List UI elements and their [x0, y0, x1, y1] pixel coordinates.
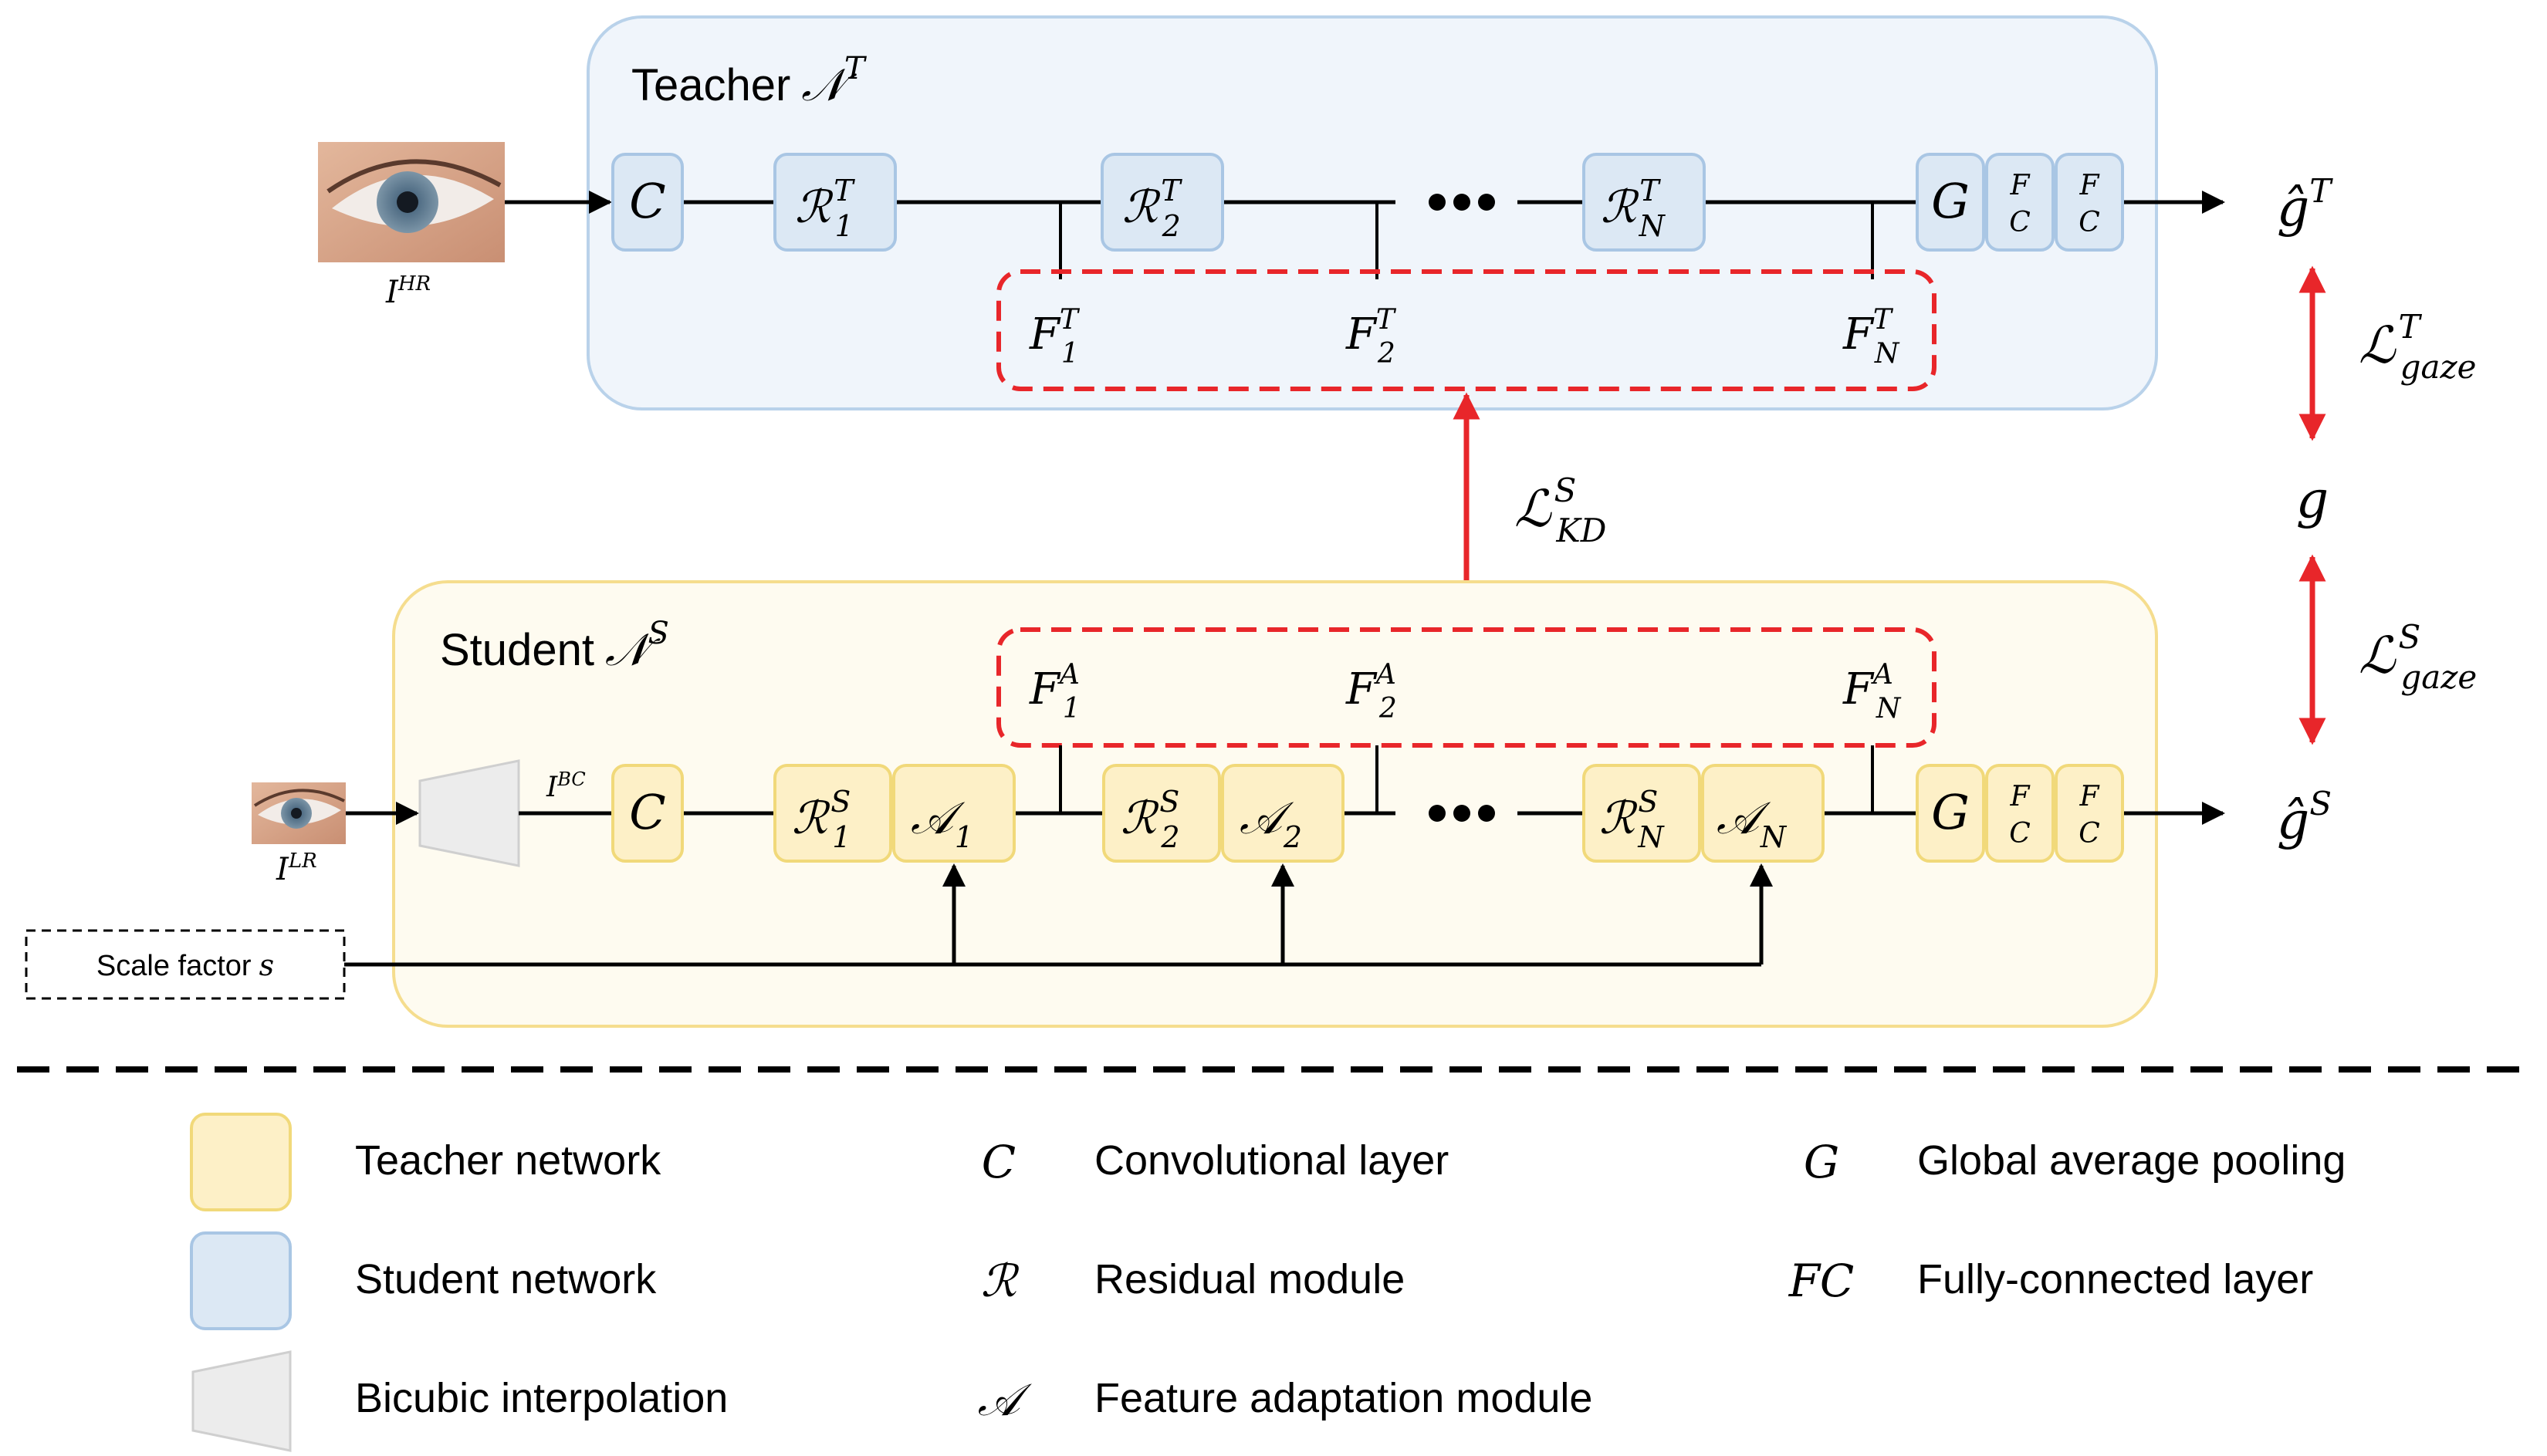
student-fc-2-block: F C [2055, 764, 2124, 863]
teacher-feature-box [996, 269, 1936, 391]
student-adaptation-1-block: 𝒜1 [892, 764, 1016, 863]
svg-text:C: C [629, 173, 665, 229]
teacher-fc-1-block: F C [1985, 153, 2055, 252]
legend-fc-symbol: FC [1788, 1255, 1855, 1307]
svg-text:F: F [2010, 781, 2031, 812]
legend-gap-label: Global average pooling [1917, 1137, 2346, 1184]
student-ellipsis [1429, 805, 1495, 822]
teacher-gap-block: G [1916, 153, 1985, 252]
teacher-fc-2-block: F C [2055, 153, 2124, 252]
legend-residual-symbol: ℛ [981, 1255, 1020, 1307]
svg-text:ℛS2: ℛS2 [1121, 785, 1180, 854]
student-adaptation-n-block: 𝒜N [1701, 764, 1825, 863]
svg-text:C: C [2009, 207, 2031, 238]
svg-text:C: C [2079, 818, 2100, 850]
lr-input-label: ILR [276, 850, 317, 887]
student-output: ĝS [2277, 785, 2332, 850]
teacher-output: ĝT [2277, 172, 2333, 238]
teacher-conv-block: C [611, 153, 684, 252]
svg-text:ℛTN: ℛTN [1601, 174, 1666, 243]
student-feature-box [996, 627, 1936, 748]
svg-text:ℛT1: ℛT1 [795, 174, 855, 243]
legend-conv-label: Convolutional layer [1094, 1137, 1449, 1184]
legend-adaptation-symbol: 𝒜 [978, 1373, 1033, 1426]
ground-truth-gaze: g [2296, 470, 2329, 529]
svg-text:F: F [2079, 781, 2101, 812]
lr-eye-image [252, 782, 346, 844]
student-conv-block: C [611, 764, 684, 863]
hr-input-label: IHR [385, 272, 431, 310]
legend-teacher-label: Teacher network [355, 1137, 661, 1184]
svg-text:C: C [2079, 207, 2100, 238]
svg-text:F: F [2079, 170, 2101, 201]
svg-text:ℛS1: ℛS1 [792, 785, 851, 854]
legend-conv-symbol: C [982, 1136, 1016, 1188]
svg-text:ℛT2: ℛT2 [1122, 174, 1182, 243]
legend-bicubic-label: Bicubic interpolation [355, 1375, 728, 1421]
svg-text:ℛSN: ℛSN [1599, 785, 1665, 854]
student-fc-1-block: F C [1985, 764, 2055, 863]
legend-fc-label: Fully-connected layer [1917, 1256, 2313, 1302]
svg-text:G: G [1931, 173, 1970, 229]
hr-eye-image [318, 142, 505, 262]
student-adaptation-2-block: 𝒜2 [1221, 764, 1345, 863]
legend-adaptation-label: Feature adaptation module [1094, 1375, 1592, 1421]
student-gap-block: G [1916, 764, 1985, 863]
legend-residual-label: Residual module [1094, 1256, 1405, 1302]
teacher-ellipsis [1429, 194, 1495, 211]
bicubic-trapezoid [418, 759, 520, 867]
svg-text:C: C [2009, 818, 2031, 850]
legend-bicubic-swatch [191, 1350, 292, 1452]
legend-gap-symbol: G [1804, 1136, 1839, 1188]
teacher-panel [587, 15, 2158, 410]
legend-student-label: Student network [355, 1256, 657, 1302]
svg-text:C: C [629, 784, 665, 840]
svg-text:G: G [1931, 784, 1970, 840]
legend-teacher-swatch [190, 1113, 292, 1211]
bicubic-output-label: IBC [546, 769, 586, 803]
svg-text:F: F [2010, 170, 2031, 201]
legend-student-swatch [190, 1231, 292, 1330]
scale-factor-box [25, 929, 346, 1000]
